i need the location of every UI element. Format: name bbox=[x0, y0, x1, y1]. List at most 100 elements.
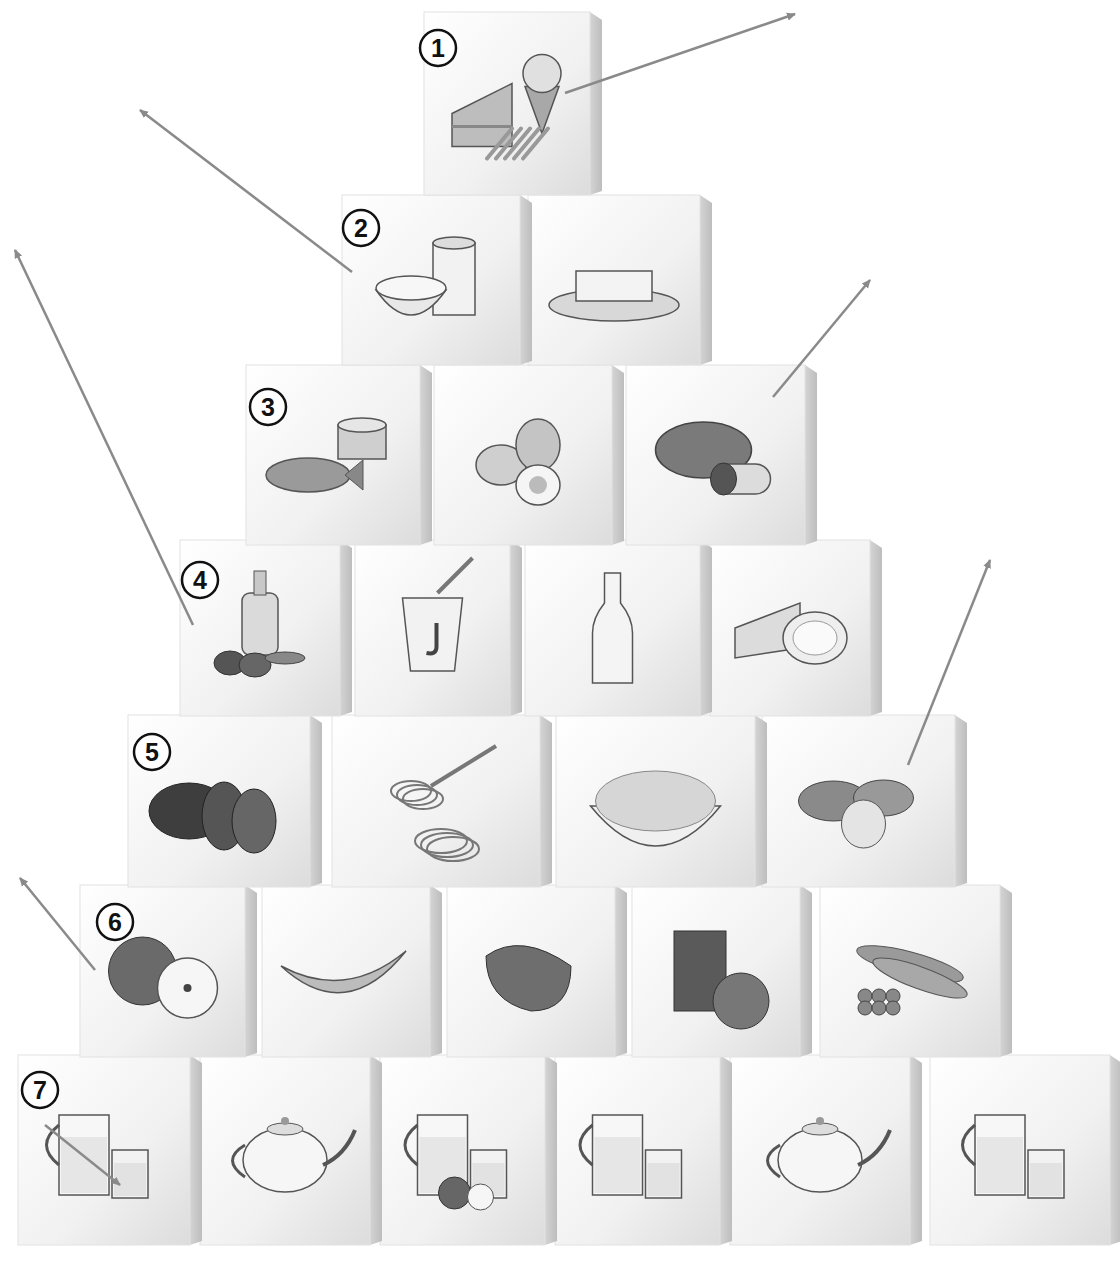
leader-arrow bbox=[15, 250, 193, 625]
callout-circle bbox=[250, 389, 286, 425]
callout-number: 3 bbox=[249, 388, 287, 426]
food-icon bbox=[963, 1125, 976, 1165]
cube-side bbox=[1110, 1055, 1120, 1245]
food-icon bbox=[158, 958, 218, 1018]
cube-side bbox=[545, 1055, 557, 1245]
food-cube bbox=[632, 885, 812, 1057]
food-icon bbox=[576, 271, 652, 301]
cube-side bbox=[805, 365, 817, 545]
food-icon bbox=[516, 419, 560, 471]
food-icon bbox=[232, 789, 276, 853]
cube-face bbox=[434, 365, 612, 545]
food-icon bbox=[858, 1001, 872, 1015]
food-icon bbox=[580, 1125, 593, 1165]
food-icon bbox=[242, 593, 278, 655]
food-icon bbox=[184, 984, 192, 992]
food-cube bbox=[246, 365, 432, 545]
food-icon bbox=[646, 1150, 682, 1198]
cube-face bbox=[80, 885, 245, 1057]
food-icon bbox=[523, 55, 561, 93]
cube-face bbox=[632, 885, 800, 1057]
cube-side bbox=[755, 715, 767, 887]
food-icon bbox=[405, 1125, 418, 1165]
food-icon bbox=[595, 1137, 641, 1193]
cube-side bbox=[800, 885, 812, 1057]
food-icon bbox=[323, 1130, 355, 1165]
callout-circle bbox=[343, 210, 379, 246]
food-icon bbox=[975, 1115, 1025, 1195]
food-cube bbox=[710, 540, 882, 716]
food-icon bbox=[977, 1137, 1023, 1193]
cube-side bbox=[955, 715, 967, 887]
cube-side bbox=[910, 1055, 922, 1245]
cube-side bbox=[420, 365, 432, 545]
food-icon bbox=[768, 1145, 781, 1177]
food-cube bbox=[556, 715, 767, 887]
food-cube bbox=[180, 540, 352, 716]
callout-circle bbox=[134, 734, 170, 770]
cube-side bbox=[540, 715, 552, 887]
food-cube bbox=[626, 365, 817, 545]
cube-side bbox=[870, 540, 882, 716]
food-icon bbox=[376, 276, 446, 300]
cube-side bbox=[700, 540, 712, 716]
food-icon bbox=[281, 951, 406, 993]
food-icon bbox=[452, 125, 512, 128]
food-cube bbox=[18, 1055, 202, 1245]
cube-face bbox=[380, 1055, 545, 1245]
leader-arrow bbox=[45, 1125, 120, 1185]
cube-face bbox=[730, 1055, 910, 1245]
cube-side bbox=[590, 12, 602, 195]
food-icon bbox=[254, 571, 266, 595]
food-icon bbox=[338, 418, 386, 432]
cube-side bbox=[245, 885, 257, 1057]
food-icon bbox=[593, 1115, 643, 1195]
food-icon bbox=[793, 621, 837, 655]
cube-side bbox=[520, 195, 532, 365]
food-icon bbox=[403, 789, 443, 809]
food-cube bbox=[380, 1055, 557, 1245]
food-icon bbox=[596, 771, 716, 831]
cube-side bbox=[430, 885, 442, 1057]
cube-face bbox=[710, 540, 870, 716]
leader-arrow bbox=[20, 878, 95, 970]
food-icon bbox=[433, 237, 475, 249]
leader-arrow bbox=[565, 14, 795, 93]
food-icon bbox=[61, 1137, 107, 1193]
food-icon bbox=[648, 1163, 680, 1196]
callout-circle bbox=[22, 1072, 58, 1108]
food-icon bbox=[711, 463, 737, 495]
callout-circles bbox=[22, 30, 456, 1108]
food-icon bbox=[593, 573, 633, 683]
callout-number: 4 bbox=[181, 561, 219, 599]
cube-side bbox=[615, 885, 627, 1057]
food-icon bbox=[713, 973, 769, 1029]
cube-face bbox=[528, 195, 700, 365]
cube-face bbox=[930, 1055, 1110, 1245]
food-icon bbox=[525, 87, 559, 134]
food-cube bbox=[80, 885, 257, 1057]
cube-face bbox=[555, 1055, 720, 1245]
cube-side bbox=[370, 1055, 382, 1245]
food-icon bbox=[1028, 1150, 1064, 1198]
food-cube bbox=[332, 715, 552, 887]
food-cube bbox=[342, 195, 532, 365]
cube-side bbox=[310, 715, 322, 887]
leader-arrow bbox=[140, 110, 352, 272]
food-cube bbox=[262, 885, 442, 1057]
food-icon bbox=[281, 1117, 289, 1125]
leader-lines bbox=[15, 14, 990, 1185]
cube-side bbox=[340, 540, 352, 716]
callout-number: 6 bbox=[96, 903, 134, 941]
leader-arrow bbox=[908, 560, 990, 765]
cube-face bbox=[180, 540, 340, 716]
food-icon bbox=[886, 1001, 900, 1015]
food-icon bbox=[869, 951, 970, 1006]
food-icon bbox=[243, 1128, 327, 1192]
cube-face bbox=[556, 715, 755, 887]
food-icon bbox=[816, 1117, 824, 1125]
food-cube bbox=[200, 1055, 382, 1245]
food-cube bbox=[434, 365, 624, 545]
